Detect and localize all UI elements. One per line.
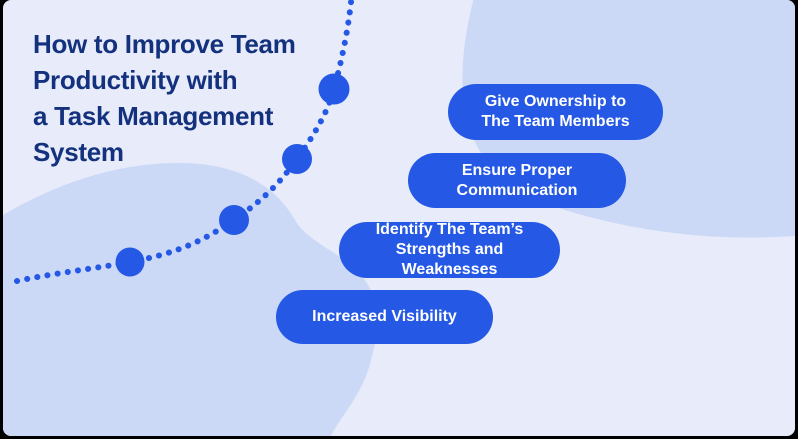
curve-milestone-dot-4 — [318, 73, 350, 105]
page-title-line-3: a Task Management — [33, 101, 274, 131]
curve-milestone-dot-3 — [282, 144, 312, 174]
page-title-line-1: How to Improve Team — [33, 29, 296, 59]
step-pill-increased-visibility: Increased Visibility — [276, 290, 493, 344]
page-title-line-4: System — [33, 137, 124, 167]
step-pill-give-ownership-label: Give Ownership to The Team Members — [481, 93, 630, 130]
step-pill-identify-strengths-label: Identify The Team’s Strengths and Weakne… — [375, 221, 524, 278]
curve-milestone-dot-1 — [115, 247, 145, 277]
step-pill-identify-strengths: Identify The Team’s Strengths and Weakne… — [339, 221, 560, 278]
blob-bottom-left — [3, 162, 378, 436]
curve-milestone-dot-2 — [219, 205, 249, 235]
infographic-card: How to Improve Team Productivity with a … — [3, 0, 795, 436]
step-pill-increased-visibility-label: Increased Visibility — [312, 308, 457, 325]
step-pill-ensure-communication-label: Ensure Proper Communication — [456, 161, 578, 199]
step-pill-ensure-communication: Ensure Proper Communication — [408, 153, 626, 208]
step-pill-give-ownership: Give Ownership to The Team Members — [448, 84, 663, 140]
page-title-line-2: Productivity with — [33, 65, 238, 95]
page-title: How to Improve Team Productivity with a … — [33, 26, 363, 170]
